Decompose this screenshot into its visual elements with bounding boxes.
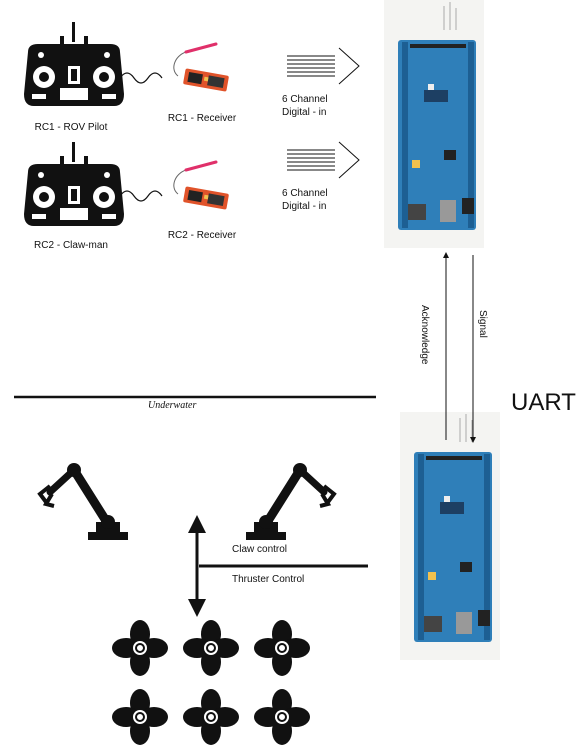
- acknowledge-label: Acknowledge: [419, 305, 430, 365]
- thruster-icon: [253, 688, 311, 746]
- right-arm-icon: [246, 463, 334, 540]
- digital-in-1-line1: 6 Channel: [282, 94, 328, 105]
- signal-label: Signal: [477, 310, 488, 338]
- rc1-receiver-icon: [172, 42, 231, 94]
- thruster-icon: [182, 619, 240, 677]
- digital-in-1-line2: Digital - in: [282, 107, 327, 118]
- thruster-icon: [182, 688, 240, 746]
- uart-label: UART: [511, 389, 576, 416]
- digital-in-2-line1: 6 Channel: [282, 188, 328, 199]
- channel-lines-2: [286, 141, 360, 179]
- left-arm-icon: [40, 463, 128, 540]
- wireless-wave-2: [119, 190, 163, 202]
- rc2-transmitter-label: RC2 - Claw-man: [34, 240, 108, 251]
- thruster-icon: [111, 619, 169, 677]
- rc2-receiver-label: RC2 - Receiver: [167, 230, 237, 241]
- rc1-receiver-label: RC1 - Receiver: [167, 113, 237, 124]
- surface-board-icon: [383, 0, 485, 249]
- thruster-control-label: Thruster Control: [232, 574, 305, 585]
- rc1-transmitter-icon: [24, 22, 124, 106]
- thruster-icon: [253, 619, 311, 677]
- digital-in-2-line2: Digital - in: [282, 201, 327, 212]
- wireless-wave-1: [119, 72, 163, 84]
- rc2-receiver-icon: [172, 160, 231, 212]
- underwater-label: Underwater: [148, 400, 197, 411]
- claw-control-label: Claw control: [232, 544, 288, 555]
- rc2-transmitter-icon: [24, 142, 124, 226]
- rc1-transmitter-label: RC1 - ROV Pilot: [34, 122, 108, 133]
- underwater-board-icon: [399, 411, 501, 661]
- channel-lines-1: [286, 47, 360, 85]
- thruster-icon: [111, 688, 169, 746]
